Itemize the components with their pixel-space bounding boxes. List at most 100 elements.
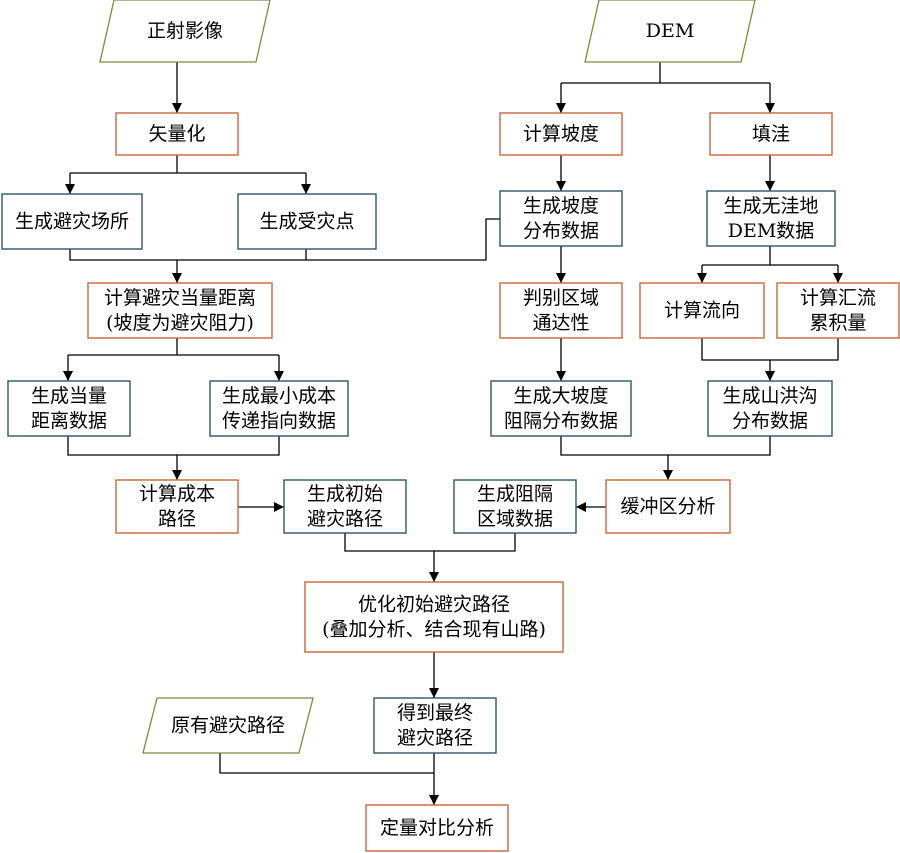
node-gen-filled-dem: 生成无洼地 DEM数据 xyxy=(706,190,836,247)
arrow-head xyxy=(663,470,673,480)
node-label: 阻隔分布数据 xyxy=(504,410,618,432)
arrow-head xyxy=(556,371,566,381)
node-label: 距离数据 xyxy=(31,410,107,432)
arrow-head xyxy=(172,273,182,283)
arrow-head xyxy=(765,371,775,381)
node-label: 缓冲区分析 xyxy=(620,496,715,518)
box-shape xyxy=(706,190,836,247)
node-label: 路径 xyxy=(158,508,196,530)
node-quantitative-comparison: 定量对比分析 xyxy=(365,804,509,852)
arrow-head xyxy=(274,502,284,512)
node-label: 定量对比分析 xyxy=(380,817,494,839)
parallelogram-shape xyxy=(99,0,271,63)
node-label: 优化初始避灾路径 xyxy=(358,594,510,616)
box-shape xyxy=(7,380,131,437)
node-gen-affected-points: 生成受灾点 xyxy=(237,193,377,250)
box-shape xyxy=(499,190,623,247)
arrow-head xyxy=(697,273,707,283)
node-label: 原有避灾路径 xyxy=(171,715,285,737)
node-label: 计算避灾当量距离 xyxy=(104,287,256,309)
arrow-head xyxy=(429,572,439,582)
box-shape xyxy=(237,193,377,250)
arrow-head xyxy=(556,273,566,283)
node-label: 得到最终 xyxy=(397,702,473,724)
box-shape xyxy=(776,282,900,339)
node-label: 通达性 xyxy=(532,312,589,334)
node-label: 区域数据 xyxy=(477,508,553,530)
node-label: (坡度为避灾阻力) xyxy=(106,312,254,334)
node-label: 累积量 xyxy=(809,312,866,334)
arrow-head xyxy=(429,688,439,698)
arrow-head xyxy=(65,184,75,194)
node-label: 生成避灾场所 xyxy=(15,211,129,233)
arrow-head xyxy=(556,181,566,191)
node-label: 正射影像 xyxy=(147,20,223,42)
node-calc-slope: 计算坡度 xyxy=(499,112,623,156)
edge-cost-merge xyxy=(67,436,280,456)
node-calc-flow-direction: 计算流向 xyxy=(639,282,765,339)
node-label: 计算成本 xyxy=(139,483,215,505)
arrow-head xyxy=(63,371,73,381)
arrow-head xyxy=(172,103,182,113)
arrow-head xyxy=(556,103,566,113)
node-optimize-route: 优化初始避灾路径 (叠加分析、结合现有山路) xyxy=(304,581,564,653)
node-vectorize: 矢量化 xyxy=(115,112,239,156)
parallelogram-shape xyxy=(584,0,756,63)
box-shape xyxy=(709,112,833,156)
box-shape xyxy=(499,282,623,339)
node-label: 避灾路径 xyxy=(307,508,383,530)
box-shape xyxy=(115,112,239,156)
node-label: 生成初始 xyxy=(307,483,383,505)
node-label: 分布数据 xyxy=(732,410,808,432)
node-label: 生成当量 xyxy=(31,385,107,407)
node-input-ortho: 正射影像 xyxy=(99,0,271,63)
edge-merge-distance xyxy=(69,218,500,261)
node-label: 避灾路径 xyxy=(397,727,473,749)
box-shape xyxy=(373,697,497,754)
box-shape xyxy=(499,112,623,156)
node-label: 计算流向 xyxy=(664,300,740,322)
edge-buffer-merge xyxy=(560,436,771,456)
node-label: 生成大坡度 xyxy=(513,385,608,407)
arrow-head xyxy=(833,273,843,283)
box-shape xyxy=(453,479,577,534)
box-shape xyxy=(490,380,632,437)
box-shape xyxy=(605,479,731,534)
arrow-head xyxy=(274,371,284,381)
node-label: 矢量化 xyxy=(148,123,205,145)
node-label: 分布数据 xyxy=(523,220,599,242)
box-shape xyxy=(365,804,509,852)
arrow-head xyxy=(765,103,775,113)
node-label: 生成最小成本 xyxy=(222,385,336,407)
node-label: (叠加分析、结合现有山路) xyxy=(322,619,546,641)
parallelogram-shape xyxy=(142,697,314,754)
node-label: 生成坡度 xyxy=(523,195,599,217)
node-label: 判别区域 xyxy=(523,287,599,309)
box-shape xyxy=(87,282,273,339)
node-original-route: 原有避灾路径 xyxy=(142,697,314,754)
node-label: DEM数据 xyxy=(728,220,815,242)
node-fill-sinks: 填洼 xyxy=(709,112,833,156)
box-shape xyxy=(1,193,143,250)
node-buffer-analysis: 缓冲区分析 xyxy=(605,479,731,534)
node-label: 生成无洼地 xyxy=(723,195,818,217)
edge-original-merge xyxy=(219,753,434,774)
node-label: 生成阻隔 xyxy=(477,483,553,505)
node-label: 生成山洪沟 xyxy=(722,385,817,407)
node-label: 计算汇流 xyxy=(800,287,876,309)
box-shape xyxy=(304,581,564,653)
node-calc-equivalent-distance: 计算避灾当量距离 (坡度为避灾阻力) xyxy=(87,282,273,339)
edge-optimize-merge xyxy=(344,533,516,552)
node-label: 填洼 xyxy=(752,123,790,145)
node-gen-shelter: 生成避灾场所 xyxy=(1,193,143,250)
